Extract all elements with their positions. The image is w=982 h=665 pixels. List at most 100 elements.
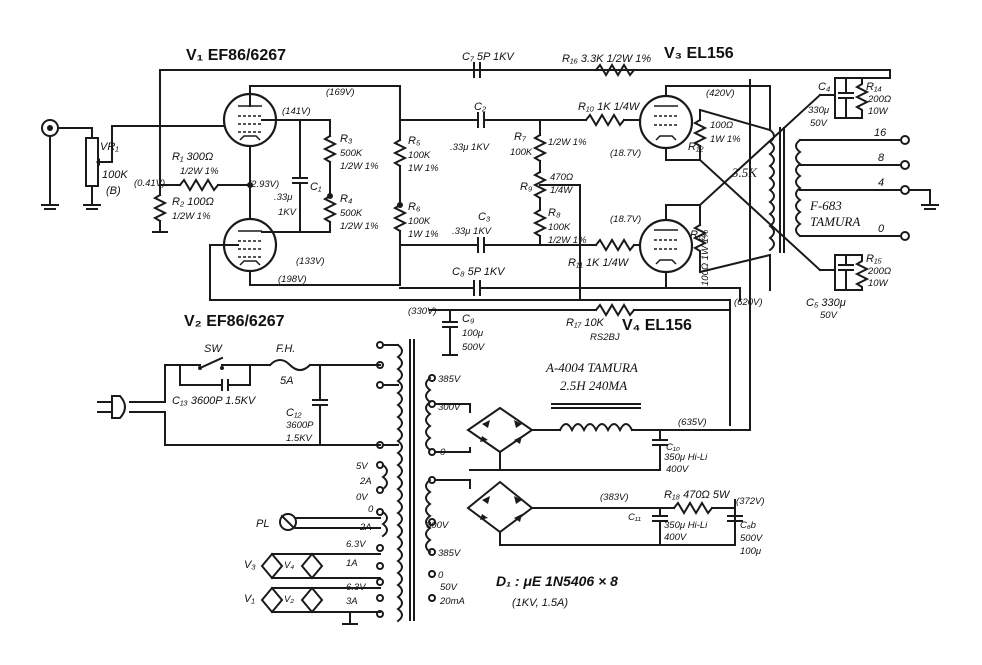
c1-voltage: 1KV xyxy=(278,207,298,218)
c6b-value: 100μ xyxy=(740,546,762,557)
resistor-r13 xyxy=(692,223,708,253)
r15-label: R₁₅ xyxy=(866,253,882,265)
diode-rating: (1KV, 1.5A) xyxy=(512,597,568,609)
tap-3a: 3A xyxy=(346,596,358,607)
ot-model: F-683 xyxy=(809,198,842,213)
fuse xyxy=(268,359,312,371)
voltage-383v: (383V) xyxy=(600,492,629,503)
tube-v3-label: V₃ EL156 xyxy=(664,45,734,62)
resistor-r5 xyxy=(392,138,408,168)
resistor-r6 xyxy=(392,203,408,233)
output-terminal-4[interactable] xyxy=(900,185,910,195)
c9-voltage: 500V xyxy=(462,342,486,353)
r9-label: R₉ xyxy=(520,181,533,193)
output-transformer: 3.5K F-683 TAMURA 16 8 4 0 C₄ 330μ 50V xyxy=(731,69,939,321)
tap-2a: 2A xyxy=(359,476,372,487)
choke-model: A-4004 TAMURA xyxy=(545,360,638,375)
tap-385v-b: 385V xyxy=(438,548,462,559)
tap-2a-pl: 2A xyxy=(359,522,372,533)
resistor-r4 xyxy=(322,194,338,224)
resistor-r7 xyxy=(532,133,548,163)
input-stage: V₁ EF86/6267 V₂ EF86/6267 (169V) R₁ 300Ω… xyxy=(152,47,891,330)
power-switch[interactable] xyxy=(198,356,224,370)
c4-label: C₄ xyxy=(818,81,830,93)
decoupling: R₁₇ 10K RS2BJ (330V) C₉ 100μ 500V xyxy=(408,303,731,356)
feedback-network: R₁₆ 3.3K 1/2W 1% xyxy=(562,53,651,77)
tap-385v-a: 385V xyxy=(438,374,462,385)
c3-label: C₃ xyxy=(478,211,491,223)
tube-v4 xyxy=(638,218,694,274)
c2-value: .33μ 1KV xyxy=(450,142,491,153)
coupling-network: R₅ 100K 1W 1% R₆ 100K 1W 1% C₇ 5P 1KV C₂… xyxy=(392,51,741,301)
resistor-r2 xyxy=(152,193,168,223)
r4-value: 500K xyxy=(340,208,363,219)
resistor-r17 xyxy=(594,303,636,317)
voltage-0-41v: (0.41V) xyxy=(134,178,165,189)
resistor-r10 xyxy=(584,113,626,127)
output-terminal-16[interactable] xyxy=(900,135,910,145)
choke-value: 2.5H 240MA xyxy=(560,378,627,393)
r14-watt: 10W xyxy=(868,106,889,117)
c10-label: C₁₀ xyxy=(666,442,680,453)
voltage-133v: (133V) xyxy=(296,256,325,267)
voltage-18-7v-b: (18.7V) xyxy=(610,214,641,225)
tap-20ma: 20mA xyxy=(439,596,465,607)
output-label-4: 4 xyxy=(878,177,884,189)
c2-label: C₂ xyxy=(474,101,487,113)
r1-label: R₁ 300Ω xyxy=(172,151,213,163)
c10-voltage: 400V xyxy=(666,464,690,475)
voltage-635v: (635V) xyxy=(678,417,707,428)
c11-label: C₁₁ xyxy=(628,512,641,523)
heater-v4-label: V₄ xyxy=(284,560,294,571)
c4-value: 330μ xyxy=(808,105,830,116)
r9-watt: 1/4W xyxy=(550,185,573,196)
output-label-8: 8 xyxy=(878,152,885,164)
fuse-holder-label: F.H. xyxy=(276,343,295,355)
r2-label: R₂ 100Ω xyxy=(172,196,214,208)
diode-spec: D₁ : μE 1N5406 × 8 xyxy=(496,573,618,589)
c1-value: .33μ xyxy=(274,192,293,203)
heater-v4 xyxy=(300,552,324,580)
tap-300v-a: 300V xyxy=(438,402,462,413)
heater-v3-label: V₃ xyxy=(244,559,256,571)
resistor-r12 xyxy=(692,118,708,148)
r14-label: R₁₄ xyxy=(866,81,882,93)
c6b-voltage: 500V xyxy=(740,533,764,544)
r3-label: R₃ xyxy=(340,133,353,145)
tap-0-b: 0 xyxy=(368,504,374,515)
resistor-r15 xyxy=(854,254,870,291)
c5-voltage: 50V xyxy=(820,310,839,321)
tap-0-c: 0 xyxy=(438,570,444,581)
voltage-141v: (141V) xyxy=(282,106,311,117)
r8-value: 100K xyxy=(548,222,571,233)
c9-value: 100μ xyxy=(462,328,484,339)
heater-v3 xyxy=(260,552,284,580)
tube-v2-label: V₂ EF86/6267 xyxy=(184,313,285,330)
output-terminal-8[interactable] xyxy=(900,160,910,170)
resistor-r11 xyxy=(594,238,636,252)
resistor-r9 xyxy=(532,170,548,200)
c6b-label: C₆b xyxy=(740,520,756,531)
vr1-label: VR₁ xyxy=(100,141,119,153)
r15-watt: 10W xyxy=(868,278,889,289)
output-label-16: 16 xyxy=(874,127,887,139)
resistor-r1 xyxy=(178,178,220,192)
r10-label: R₁₀ 1K 1/4W xyxy=(578,101,641,113)
tap-6-3v-a: 6.3V xyxy=(346,539,367,550)
switch-label: SW xyxy=(204,343,223,355)
c4-voltage: 50V xyxy=(810,118,829,129)
r6-label: R₆ xyxy=(408,201,421,213)
r1-value: 1/2W 1% xyxy=(180,166,219,177)
c7-label: C₇ 5P 1KV xyxy=(462,51,515,63)
heater-v1-label: V₁ xyxy=(244,593,255,605)
resistor-r3 xyxy=(322,134,338,164)
mains-plug xyxy=(97,395,126,419)
output-terminal-0[interactable] xyxy=(900,231,910,241)
r4-label: R₄ xyxy=(340,193,352,205)
voltage-198v: (198V) xyxy=(278,274,307,285)
output-stage: V₃ EL156 V₄ EL156 R₁₀ 1K 1/4W R₁₁ 1K 1/4… xyxy=(539,45,822,426)
bridge-rectifier-1 xyxy=(466,406,553,471)
ot-primary-coil xyxy=(768,128,775,252)
r12-value: 100Ω xyxy=(710,120,733,131)
